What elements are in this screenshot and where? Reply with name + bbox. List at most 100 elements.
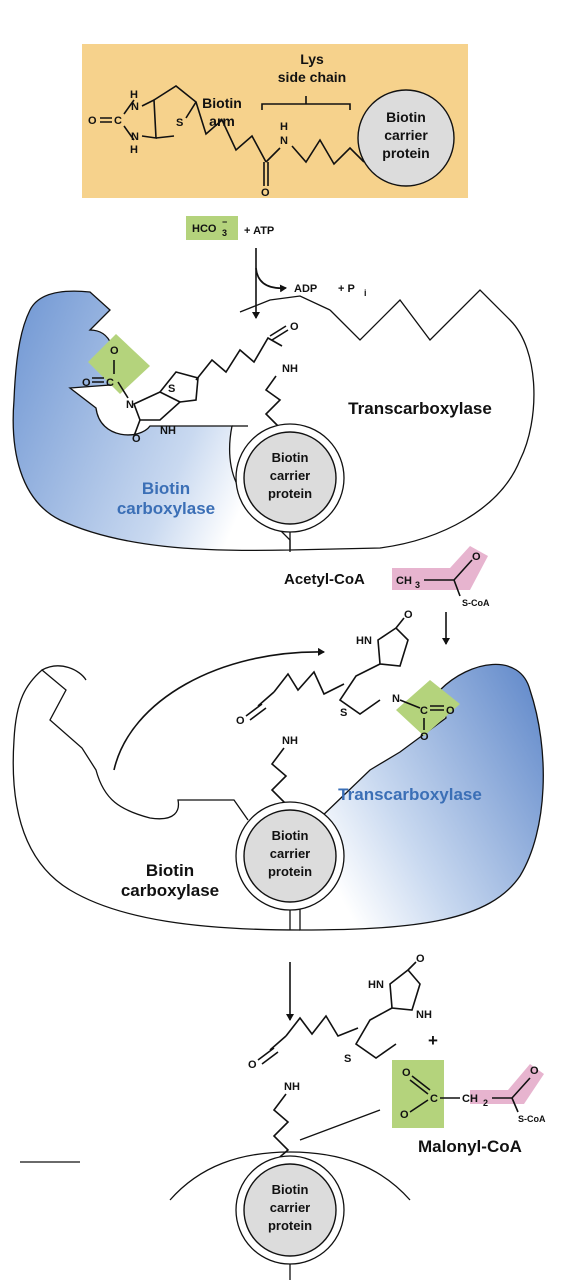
p3-bcp-label-1: Biotin bbox=[272, 1182, 309, 1197]
p1-biotin-carboxylase-label-2: carboxylase bbox=[117, 499, 215, 518]
amide-carbonyl bbox=[263, 162, 269, 186]
p2-amide-o: O bbox=[236, 715, 245, 727]
atom-n3: N bbox=[280, 135, 288, 147]
p1-ureido-ring bbox=[132, 391, 182, 421]
atom-n1: N bbox=[131, 101, 139, 113]
p2-amide-co bbox=[245, 691, 275, 721]
lys-label-line2: side chain bbox=[278, 69, 346, 85]
acetyl-scoa: S-CoA bbox=[462, 598, 490, 608]
p2-atom-n: N bbox=[392, 693, 400, 705]
p2-carboxyl-o2: O bbox=[420, 731, 429, 743]
p2-ureido-o: O bbox=[404, 609, 413, 621]
lys-label-line1: Lys bbox=[300, 51, 324, 67]
acetyl-bonds bbox=[424, 559, 473, 597]
p1-lys-chain bbox=[264, 375, 282, 427]
p1-ureido-co bbox=[133, 419, 141, 437]
p3-biotin-arm bbox=[285, 1014, 359, 1037]
malonyl-o2: O bbox=[400, 1109, 409, 1121]
p3-outline-bits bbox=[20, 1109, 381, 1163]
p2-bcp-circle bbox=[243, 809, 337, 903]
p1-transcarboxylase-label: Transcarboxylase bbox=[348, 399, 492, 418]
biotin-arm-label-line1: Biotin bbox=[202, 95, 242, 111]
p3-amide-co bbox=[257, 1035, 287, 1065]
p1-amide-o: O bbox=[290, 321, 299, 333]
biotin-carrier-protein-circle bbox=[357, 89, 455, 187]
enzyme-panel-1: O O C N NH O S O NH Biotin carrier prote… bbox=[12, 289, 535, 552]
p1-atom-nh: NH bbox=[160, 425, 176, 437]
malonyl-o3: O bbox=[530, 1065, 539, 1077]
p3-plus: + bbox=[428, 1031, 438, 1050]
bcp-label-3: protein bbox=[382, 145, 429, 161]
p3-bcp-circle bbox=[243, 1163, 337, 1257]
pi-sub: i bbox=[364, 288, 367, 298]
bicarbonate-box bbox=[186, 216, 238, 240]
p2-bcp-label-2: carrier bbox=[270, 846, 310, 861]
p1-bcp-circle bbox=[243, 431, 337, 525]
p1-bcp-label-1: Biotin bbox=[272, 450, 309, 465]
ureido-bonds bbox=[123, 99, 135, 141]
atom-h3: H bbox=[280, 121, 288, 133]
p2-bcp-label-3: protein bbox=[268, 864, 312, 879]
malonyl-c1: C bbox=[430, 1093, 438, 1105]
p1-biotin-carboxylase-label-1: Biotin bbox=[142, 479, 190, 498]
acetyl-coa: Acetyl-CoA CH 3 O S-CoA bbox=[284, 546, 490, 645]
p1-atom-o: O bbox=[132, 433, 141, 445]
ring-fusion bbox=[141, 98, 157, 139]
p1-amide-co bbox=[269, 325, 289, 341]
p2-atom-hn: HN bbox=[356, 635, 372, 647]
enzyme-panel-2: N C O O HN O S O NH Biotin carrier prote… bbox=[12, 609, 544, 931]
p3-amide-nh: NH bbox=[284, 1081, 300, 1093]
atom-h2: H bbox=[130, 144, 138, 156]
plus-atp-label: + ATP bbox=[244, 225, 274, 237]
bcp-label-2: carrier bbox=[384, 127, 428, 143]
p1-atom-n: N bbox=[126, 399, 134, 411]
p1-carboxyl-o1: O bbox=[110, 345, 119, 357]
p2-atom-s: S bbox=[340, 707, 347, 719]
p3-ureido-o: O bbox=[416, 953, 425, 965]
p1-thiophane bbox=[159, 371, 199, 403]
acetyl-ch3-sub: 3 bbox=[415, 580, 420, 590]
p2-transcarboxylase-label: Transcarboxylase bbox=[338, 785, 482, 804]
thiophane-ring bbox=[153, 85, 198, 139]
biotin-arm-chain bbox=[195, 101, 281, 163]
biotin-arm-label-line2: arm bbox=[209, 113, 235, 129]
p1-carboxyl-c: C bbox=[106, 377, 114, 389]
acetyl-ch3: CH bbox=[396, 575, 412, 587]
p2-carboxyl-highlight bbox=[396, 680, 460, 736]
plus-pi-label: + P bbox=[338, 283, 355, 295]
p1-carboxyl-o2: O bbox=[82, 377, 91, 389]
atom-c: C bbox=[114, 115, 122, 127]
p1-bcp-label-2: carrier bbox=[270, 468, 310, 483]
malonyl-ch2-sub: 2 bbox=[483, 1098, 488, 1108]
p2-bcp-label-1: Biotin bbox=[272, 828, 309, 843]
p1-atom-s: S bbox=[168, 383, 175, 395]
malonyl-o1: O bbox=[402, 1067, 411, 1079]
p2-biotin-arm bbox=[273, 670, 345, 696]
carbonyl-double-bond bbox=[100, 117, 112, 123]
atom-n2: N bbox=[131, 131, 139, 143]
malonyl-acetyl-highlight bbox=[470, 1064, 544, 1104]
biotin-structure-panel: O C H N N H S O H N Lys side chain Bioti… bbox=[82, 44, 468, 199]
bicarbonate-label: HCO bbox=[192, 223, 217, 235]
p2-amide-nh: NH bbox=[282, 735, 298, 747]
p2-biotin-carboxylase-label-1: Biotin bbox=[146, 861, 194, 880]
lys-side-chain bbox=[291, 138, 365, 166]
malonyl-thioester-bonds bbox=[492, 1077, 531, 1113]
p2-ureido-ring bbox=[377, 617, 409, 667]
adp-side-arrow bbox=[255, 267, 287, 293]
lys-bracket bbox=[261, 96, 351, 110]
carboxyl-group-highlight bbox=[88, 334, 150, 394]
bicarbonate-sup: − bbox=[222, 217, 227, 227]
bcp-label-1: Biotin bbox=[386, 109, 426, 125]
bicarbonate-sub: 3 bbox=[222, 228, 227, 238]
p2-transfer-arrow bbox=[113, 647, 325, 771]
p2-carboxyl-bonds bbox=[399, 699, 444, 730]
atom-s: S bbox=[176, 117, 183, 129]
acetyl-coa-label: Acetyl-CoA bbox=[284, 571, 365, 588]
atom-h1: H bbox=[130, 89, 138, 101]
p1-biotin-arm bbox=[195, 336, 283, 381]
p1-carboxyl-bonds bbox=[92, 360, 129, 399]
malonyl-ch2: CH bbox=[462, 1093, 478, 1105]
p3-thiophane bbox=[354, 1007, 397, 1059]
